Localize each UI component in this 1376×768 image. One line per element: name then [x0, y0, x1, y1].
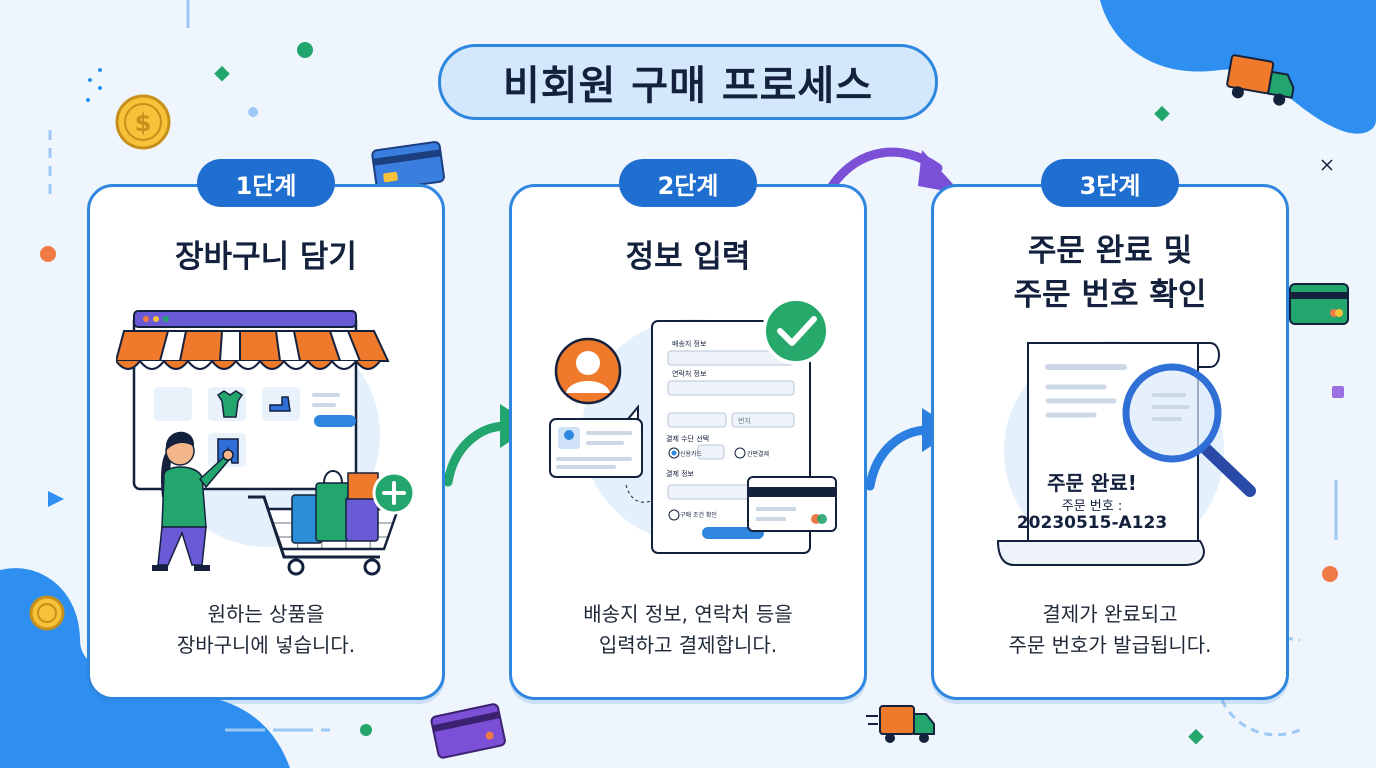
step-title-line: 주문 번호 확인: [1013, 277, 1207, 313]
step-badge-2: 2단계: [619, 159, 757, 207]
step-badge-3: 3단계: [1041, 159, 1179, 207]
form-radio-label: 신용카드: [680, 451, 703, 458]
step-title-line: 주문 완료 및: [1027, 233, 1193, 269]
step-description-line: 장바구니에 넣습니다.: [176, 633, 356, 657]
form-section-label: 배송지 정보: [672, 340, 707, 348]
step-card-1: 장바구니 담기: [87, 184, 445, 700]
form-section-label: 연락처 정보: [672, 370, 707, 378]
background-blob-bottom-left: [0, 568, 290, 768]
step-title: 장바구니 담기: [175, 239, 357, 275]
arrow-to-completion: [827, 147, 962, 194]
form-section-label: 결제 수단 선택: [666, 435, 710, 443]
credit-card-icon: [430, 703, 506, 759]
order-complete-headline: 주문 완료!: [1047, 471, 1137, 495]
step-description-line: 결제가 완료되고: [1042, 602, 1178, 626]
order-form-illustration: [549, 297, 837, 554]
delivery-truck-icon: [1226, 54, 1295, 106]
form-section-label: 결제 정보: [666, 470, 694, 478]
step-description: 배송지 정보, 연락처 등을 입력하고 결제합니다.: [512, 599, 864, 661]
step-badge-1: 1단계: [197, 159, 335, 207]
step-title: 정보 입력: [625, 239, 751, 275]
credit-card-icon: [1289, 283, 1349, 325]
step-description-line: 입력하고 결제합니다.: [598, 633, 778, 657]
delivery-truck-icon: [866, 705, 935, 743]
form-agree-label: 구매 조건 확인: [680, 512, 717, 519]
order-number-value: 20230515-A123: [1016, 513, 1168, 533]
step-title: 주문 완료 및 주문 번호 확인: [934, 229, 1286, 317]
page-title: 비회원 구매 프로세스: [502, 63, 874, 109]
credit-card-icon: [371, 141, 445, 190]
coin-icon: $: [115, 94, 171, 150]
step-description: 결제가 완료되고 주문 번호가 발급됩니다.: [934, 599, 1286, 661]
step-card-2: 정보 입력: [509, 184, 867, 700]
step-card-3: 주문 완료 및 주문 번호 확인 주문 완료! 주문 번호 : 20230515…: [931, 184, 1289, 700]
svg-text:$: $: [135, 109, 152, 137]
receipt-illustration: [996, 341, 1256, 566]
step-description: 원하는 상품을 장바구니에 넣습니다.: [90, 599, 442, 661]
page-title-pill: 비회원 구매 프로세스: [438, 44, 938, 120]
step-description-line: 배송지 정보, 연락처 등을: [583, 602, 793, 626]
form-radio-label: 간편결제: [747, 451, 770, 458]
step-description-line: 주문 번호가 발급됩니다.: [1008, 633, 1212, 657]
coin-stack-icon: [29, 595, 65, 631]
form-field-hint: 번지: [738, 417, 751, 425]
shopping-cart-illustration: [116, 310, 416, 576]
step-description-line: 원하는 상품을: [207, 602, 325, 626]
order-number-label: 주문 번호 :: [1061, 499, 1123, 514]
